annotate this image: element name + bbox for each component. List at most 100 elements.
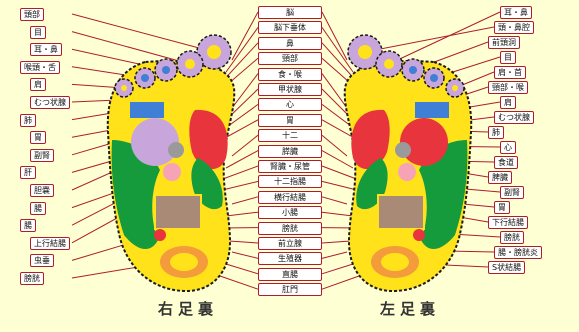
organ-label: 食道 bbox=[494, 156, 518, 169]
organ-label: 下行結腸 bbox=[488, 216, 528, 229]
organ-label: むつ状腺 bbox=[494, 111, 534, 124]
leader-line bbox=[470, 117, 494, 120]
organ-label: 腸 bbox=[20, 219, 36, 232]
toe-4-center bbox=[141, 74, 149, 82]
leader-line bbox=[232, 74, 258, 108]
leader-line bbox=[226, 212, 258, 216]
organ-label: 耳・鼻 bbox=[30, 43, 62, 56]
organ-label: 腸 bbox=[30, 202, 46, 215]
leader-line bbox=[232, 12, 258, 60]
organ-label: 食・喉 bbox=[258, 68, 322, 81]
organ-label: 胃 bbox=[494, 201, 510, 214]
organ-label: 小腸 bbox=[258, 206, 322, 219]
organ-label: 頸部・喉 bbox=[488, 81, 528, 94]
left-foot-sole bbox=[345, 35, 471, 291]
organ-label: 肩 bbox=[30, 78, 46, 91]
leader-line bbox=[322, 212, 353, 216]
zone-red-large bbox=[400, 118, 448, 166]
leader-line bbox=[322, 74, 347, 108]
leader-line bbox=[322, 252, 347, 258]
zone-pink bbox=[163, 163, 181, 181]
organ-label: 前立腺 bbox=[258, 237, 322, 250]
organ-label: 十二指腸 bbox=[258, 175, 322, 188]
organ-label: 膵臓 bbox=[258, 145, 322, 158]
organ-label: 十二 bbox=[258, 129, 322, 142]
organ-label: 心 bbox=[258, 98, 322, 111]
toe-5-center bbox=[452, 85, 458, 91]
leader-line bbox=[389, 12, 500, 64]
organ-label: 副腎 bbox=[500, 186, 524, 199]
leader-line bbox=[72, 14, 214, 52]
zone-heel-yellow bbox=[170, 253, 198, 271]
organ-label: 直腸 bbox=[258, 268, 322, 281]
organ-label: 耳・鼻 bbox=[500, 6, 532, 19]
right-foot-sole bbox=[108, 35, 234, 291]
organ-label: 肺 bbox=[20, 114, 36, 127]
organ-label: 膀胱 bbox=[500, 231, 524, 244]
leader-line bbox=[322, 264, 353, 274]
organ-label: むつ状腺 bbox=[30, 96, 70, 109]
toe-3-center bbox=[162, 66, 170, 74]
toe-2-center bbox=[384, 59, 394, 69]
organ-label: 胆嚢 bbox=[30, 184, 54, 197]
leader-line bbox=[72, 32, 190, 64]
leader-line bbox=[322, 197, 347, 204]
organ-label: 脾臓 bbox=[488, 171, 512, 184]
organ-label: 膀胱 bbox=[20, 272, 44, 285]
toe-1-center bbox=[358, 45, 372, 59]
toe-3-center bbox=[409, 66, 417, 74]
leader-line bbox=[322, 12, 347, 60]
organ-label: 肩・首 bbox=[494, 66, 526, 79]
leader-line bbox=[220, 276, 258, 289]
organ-label: 膀胱 bbox=[258, 222, 322, 235]
leader-line bbox=[226, 264, 258, 274]
zone-blue bbox=[415, 102, 449, 118]
organ-label: 喉頭・舌 bbox=[20, 61, 60, 74]
leader-line bbox=[365, 27, 494, 52]
leader-line bbox=[232, 197, 258, 204]
organ-label: 甲状腺 bbox=[258, 83, 322, 96]
leader-line bbox=[232, 252, 258, 258]
zone-red-dot bbox=[154, 229, 166, 241]
organ-label: 鼻 bbox=[258, 37, 322, 50]
toe-2-center bbox=[185, 59, 195, 69]
organ-label: 肝 bbox=[20, 166, 36, 179]
organ-label: 目 bbox=[30, 26, 46, 39]
leader-line bbox=[322, 276, 359, 289]
organ-label: S状結腸 bbox=[488, 261, 525, 274]
organ-label: 腸・膀胱炎 bbox=[494, 246, 542, 259]
organ-label: 肩 bbox=[500, 96, 516, 109]
organ-label: 肺 bbox=[488, 126, 504, 139]
zone-red-dot bbox=[413, 229, 425, 241]
organ-label: 虫垂 bbox=[30, 254, 54, 267]
organ-label: 目 bbox=[500, 51, 516, 64]
caption-right-sole: 右足裏 bbox=[158, 300, 218, 318]
leader-line bbox=[322, 166, 359, 180]
toe-5-center bbox=[121, 85, 127, 91]
zone-grey bbox=[168, 142, 184, 158]
leader-line bbox=[220, 166, 258, 180]
toe-4-center bbox=[430, 74, 438, 82]
organ-label: 頭部 bbox=[20, 8, 44, 21]
organ-label: 前頭洞 bbox=[488, 36, 520, 49]
organ-label: 肛門 bbox=[258, 283, 322, 296]
organ-label: 脳下垂体 bbox=[258, 21, 322, 34]
organ-label: 胃 bbox=[30, 131, 46, 144]
organ-label: 胃 bbox=[258, 114, 322, 127]
organ-label: 頸部 bbox=[258, 52, 322, 65]
organ-label: 生殖器 bbox=[258, 252, 322, 265]
organ-label: 副腎 bbox=[30, 149, 54, 162]
organ-label: 横行結腸 bbox=[258, 191, 322, 204]
zone-brown bbox=[378, 195, 424, 229]
organ-label: 心 bbox=[500, 141, 516, 154]
zone-pink bbox=[398, 163, 416, 181]
organ-label: 脳 bbox=[258, 6, 322, 19]
organ-label: 頭・鼻腔 bbox=[494, 21, 534, 34]
leader-line bbox=[226, 151, 258, 168]
organ-label: 腎臓・尿管 bbox=[258, 160, 322, 173]
leader-line bbox=[322, 151, 353, 168]
zone-grey bbox=[395, 142, 411, 158]
zone-brown bbox=[155, 195, 201, 229]
zone-violet bbox=[131, 118, 179, 166]
